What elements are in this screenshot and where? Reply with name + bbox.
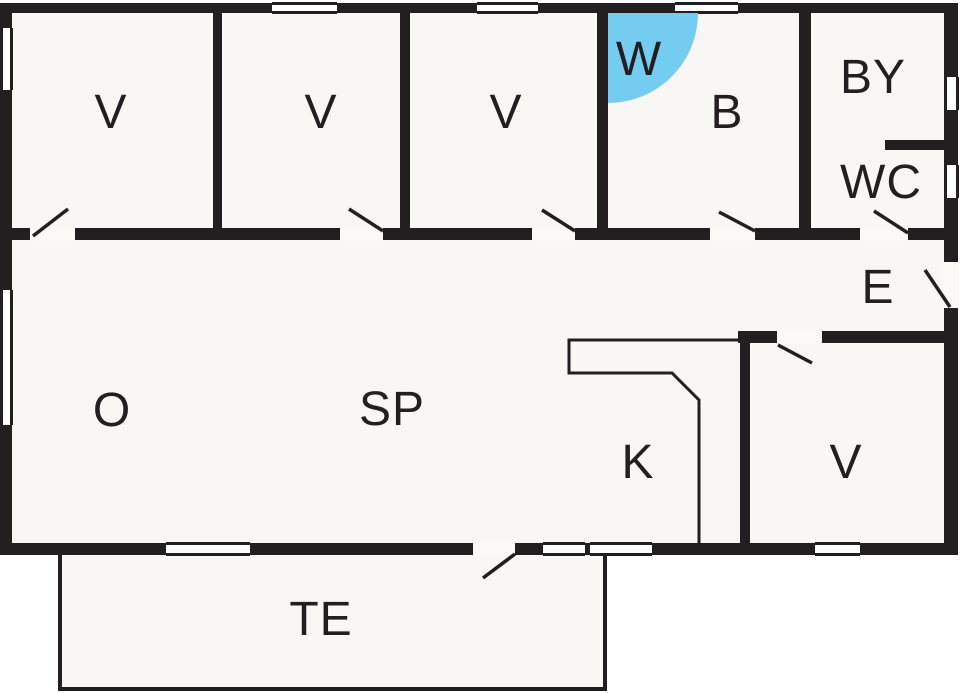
- label-living-room: O: [92, 384, 132, 437]
- label-bedroom-2: V: [304, 86, 338, 139]
- wall-bedroom1-bedroom2: [213, 13, 222, 228]
- window-bedroom3-north: [477, 2, 538, 14]
- window-living-south: [166, 542, 250, 556]
- terrace-floor: [60, 555, 605, 689]
- window-bedroom4-south: [815, 542, 860, 556]
- door-swing-bedroom1: [31, 207, 70, 238]
- terrace-outline: [58, 555, 607, 691]
- wall-bedroom3-bathroom: [597, 13, 608, 228]
- wall-bathroom-utility: [799, 13, 811, 228]
- door-opening-wc: [860, 227, 908, 241]
- door-swing-bedroom3: [541, 208, 576, 233]
- door-opening-entrance: [943, 262, 959, 308]
- door-swing-entrance: [923, 269, 952, 308]
- door-opening-bedroom3: [532, 227, 575, 241]
- wet-area-quarter-circle: [608, 13, 698, 103]
- building-floor: [6, 8, 950, 550]
- label-entrance: E: [861, 261, 895, 314]
- window-living-west: [0, 290, 13, 425]
- label-utility: BY: [839, 51, 907, 104]
- door-opening-bathroom: [710, 227, 755, 241]
- door-swing-terrace: [481, 552, 517, 580]
- label-bedroom-1: V: [94, 86, 128, 139]
- window-bedroom1-west: [0, 28, 13, 90]
- door-opening-bedroom4: [777, 330, 822, 344]
- label-wc: WC: [840, 156, 922, 209]
- wall-bedroom4-north: [822, 331, 944, 343]
- door-swing-bathroom: [718, 210, 756, 233]
- wall-bedroom2-bedroom3: [400, 13, 410, 228]
- door-opening-terrace: [473, 542, 515, 556]
- label-bedroom-4: V: [829, 436, 863, 489]
- window-kitchen-south-1: [543, 542, 585, 556]
- kitchen-counter-line: [567, 338, 738, 543]
- window-utility-east: [944, 77, 959, 110]
- label-dining-area: SP: [358, 383, 426, 436]
- label-wet-area: W: [615, 33, 663, 86]
- wall-kitchen-bedroom4: [740, 331, 750, 555]
- label-bathroom: B: [710, 86, 744, 139]
- label-kitchen: K: [621, 436, 655, 489]
- label-terrace: TE: [289, 593, 353, 646]
- door-swing-bedroom2: [348, 207, 384, 233]
- wall-utility-wc: [885, 140, 944, 150]
- window-bedroom2-north: [272, 2, 337, 14]
- door-opening-bedroom2: [340, 227, 383, 241]
- window-kitchen-south-2: [590, 542, 652, 556]
- label-bedroom-3: V: [489, 86, 523, 139]
- door-swing-wc: [873, 209, 909, 235]
- door-swing-bedroom4: [777, 343, 813, 365]
- window-wc-east: [944, 165, 959, 198]
- window-bathroom-north: [675, 2, 738, 14]
